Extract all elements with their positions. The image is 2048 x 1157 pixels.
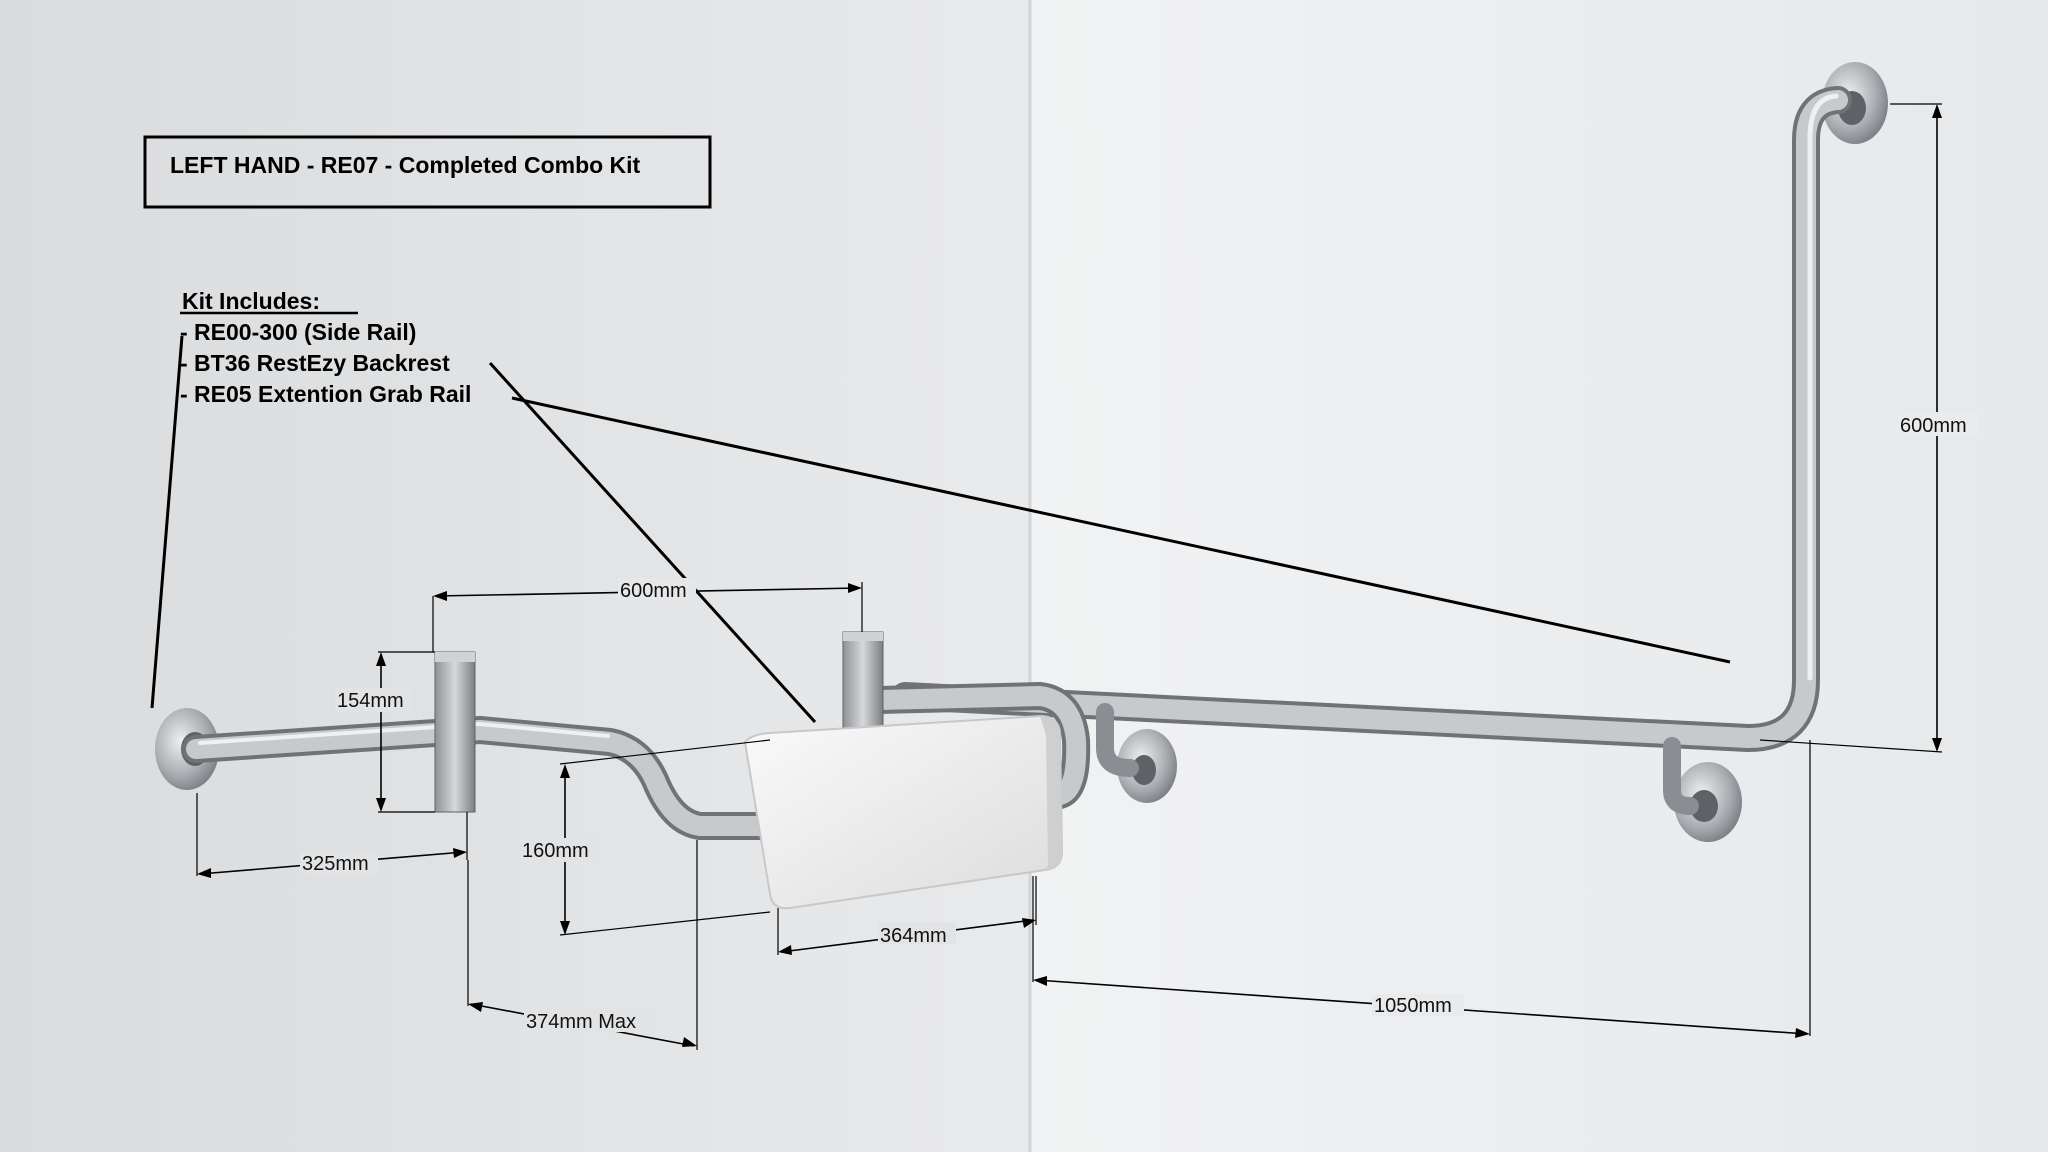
dim-label-projection: 374mm Max: [526, 1011, 636, 1033]
dim-vertical-rail: 600mm: [1759, 103, 1978, 753]
dim-top-width: 600mm: [432, 578, 863, 652]
dim-wall-offset: 325mm: [196, 793, 468, 878]
dim-label-top-width: 600mm: [620, 580, 687, 602]
dim-bracket-height: 154mm: [335, 651, 435, 813]
extension-grab-rail: [891, 86, 1852, 815]
dim-label-rail-length: 1050mm: [1374, 995, 1452, 1017]
extension-rail-lower-flange: [1674, 762, 1742, 842]
title-text: LEFT HAND - RE07 - Completed Combo Kit: [170, 152, 641, 178]
leader-side-rail: [150, 335, 184, 709]
right-wall: [1030, 0, 2048, 1152]
right-mounting-post: [842, 631, 884, 731]
side-rail-wall-flange: [1117, 729, 1177, 803]
dim-rail-length: 1050mm: [1032, 740, 1811, 1038]
kit-item-extension-rail: - RE05 Extention Grab Rail: [180, 381, 471, 407]
leader-extension-rail: [511, 396, 1731, 664]
kit-item-side-rail: - RE00-300 (Side Rail): [180, 319, 416, 345]
side-rail: [182, 682, 1091, 840]
left-mounting-post: [434, 651, 476, 813]
dim-backrest-width: 364mm: [777, 876, 1037, 955]
dim-label-vertical-rail: 600mm: [1900, 415, 1967, 437]
title-box: LEFT HAND - RE07 - Completed Combo Kit: [143, 135, 712, 209]
leader-backrest: [488, 361, 817, 724]
dim-projection: 374mm Max: [467, 840, 698, 1050]
dim-label-backrest-height: 160mm: [522, 840, 589, 862]
left-wall: [0, 0, 1030, 1152]
dim-label-bracket-height: 154mm: [337, 690, 404, 712]
dim-label-wall-offset: 325mm: [302, 853, 369, 875]
dim-label-backrest-width: 364mm: [880, 925, 947, 947]
kit-item-backrest: - BT36 RestEzy Backrest: [180, 350, 450, 376]
dim-backrest-height: 160mm: [520, 739, 771, 936]
kit-list: Kit Includes: - RE00-300 (Side Rail) - B…: [180, 288, 471, 407]
backrest-pad: [743, 714, 1064, 910]
kit-heading: Kit Includes:: [182, 288, 320, 314]
